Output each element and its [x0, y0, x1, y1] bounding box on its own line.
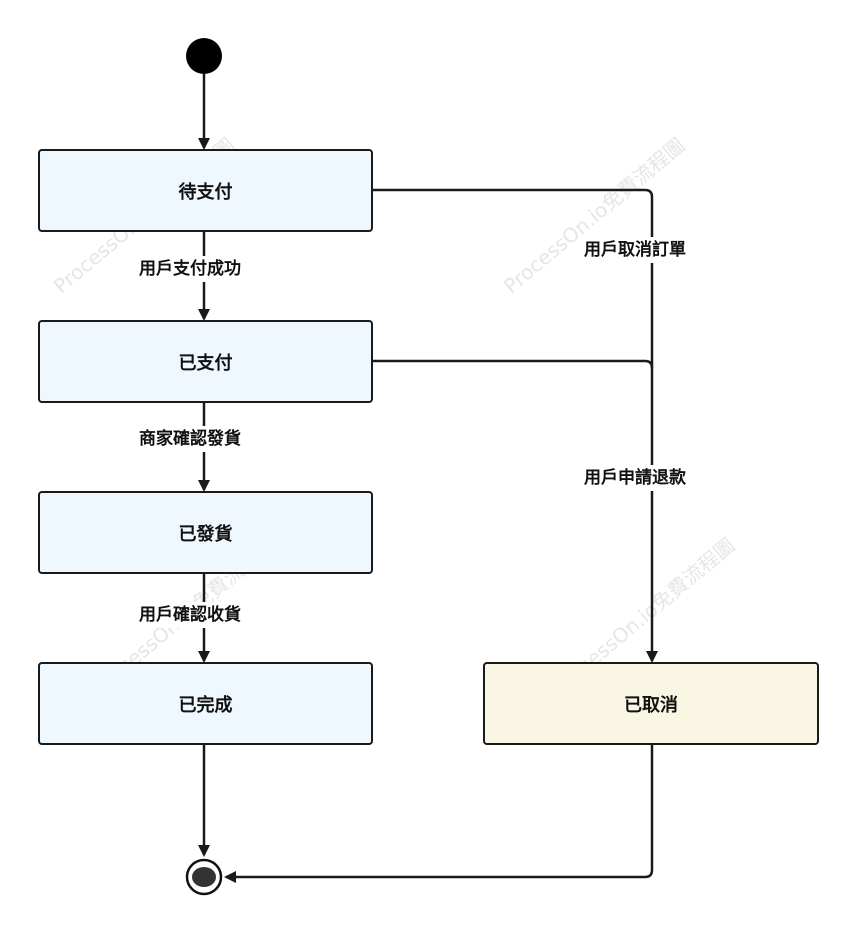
transition-label-user-cancel-order: 用戶取消訂單 [582, 237, 688, 263]
transition-label-user-received: 用戶確認收貨 [137, 602, 243, 628]
edge-cancelled-to-end [224, 745, 654, 883]
state-paid[interactable]: 已支付 [38, 320, 373, 403]
state-label: 已發貨 [178, 523, 233, 545]
state-pending-payment[interactable]: 待支付 [38, 149, 373, 232]
state-shipped[interactable]: 已發貨 [38, 491, 373, 574]
state-label: 已取消 [624, 694, 678, 716]
edge-paid-to-cancelled [372, 359, 654, 369]
state-label: 已完成 [178, 694, 233, 716]
end-node-core [192, 867, 216, 887]
transition-label-user-paid: 用戶支付成功 [137, 256, 243, 282]
edge-pending-to-cancelled [372, 188, 658, 663]
transition-label-merchant-shipped: 商家確認發貨 [137, 426, 243, 452]
state-label: 已支付 [178, 352, 233, 374]
transition-label-user-request-refund: 用戶申請退款 [582, 465, 688, 491]
state-label: 待支付 [178, 181, 233, 203]
state-cancelled[interactable]: 已取消 [483, 662, 819, 745]
start-node [186, 38, 222, 74]
state-completed[interactable]: 已完成 [38, 662, 373, 745]
